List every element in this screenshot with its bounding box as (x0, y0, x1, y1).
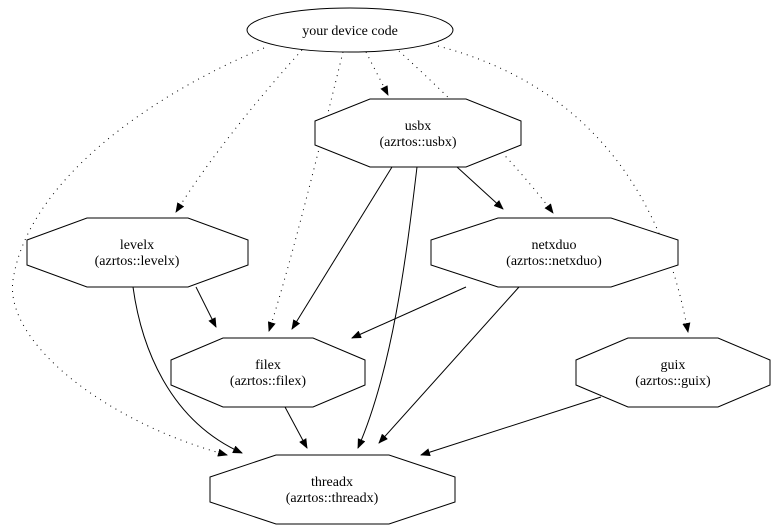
device-ellipse-shape (246, 7, 454, 53)
node-usbx-sublabel: (azrtos::usbx) (380, 135, 457, 150)
node-threadx-sublabel: (azrtos::threadx) (286, 491, 379, 506)
node-usbx-label: usbx (405, 119, 431, 134)
node-filex-sublabel: (azrtos::filex) (230, 374, 307, 389)
node-your-device-code: your device code (246, 7, 454, 53)
edge-guix-to-threadx (420, 396, 602, 457)
node-filex: filex (azrtos::filex) (170, 337, 366, 408)
node-netxduo-label: netxduo (531, 238, 576, 253)
usbx-octagon-shape (314, 98, 522, 168)
node-threadx-label: threadx (311, 475, 353, 490)
edge-device-to-threadx (12, 47, 265, 457)
node-netxduo: netxduo (azrtos::netxduo) (430, 217, 679, 288)
node-levelx: levelx (azrtos::levelx) (26, 217, 249, 288)
guix-octagon-shape (575, 337, 771, 408)
netxduo-octagon-shape (430, 217, 679, 288)
edge-usbx-to-netxduo (456, 166, 504, 210)
edge-filex-to-threadx (284, 406, 308, 449)
edge-device-to-usbx (365, 51, 389, 96)
node-netxduo-sublabel: (azrtos::netxduo) (506, 254, 602, 269)
node-filex-label: filex (255, 358, 281, 373)
node-guix-sublabel: (azrtos::guix) (635, 374, 711, 389)
edge-netxduo-to-filex (351, 286, 467, 339)
edge-device-to-levelx (175, 49, 303, 213)
levelx-octagon-shape (26, 217, 249, 288)
node-your-device-code-label: your device code (302, 24, 398, 39)
edge-netxduo-to-threadx (378, 286, 520, 444)
threadx-octagon-shape (209, 454, 456, 525)
edge-usbx-to-filex (291, 166, 393, 330)
node-guix-label: guix (661, 358, 686, 373)
node-guix: guix (azrtos::guix) (575, 337, 771, 408)
filex-octagon-shape (170, 337, 366, 408)
edge-levelx-to-filex (195, 286, 217, 328)
node-threadx: threadx (azrtos::threadx) (209, 454, 456, 525)
edge-device-to-guix (437, 45, 691, 333)
node-levelx-label: levelx (120, 238, 154, 253)
edge-usbx-to-threadx (357, 166, 418, 449)
edge-device-to-filex (267, 51, 344, 332)
edge-levelx-to-threadx (132, 286, 243, 454)
node-usbx: usbx (azrtos::usbx) (314, 98, 522, 168)
edge-device-to-netxduo (398, 50, 554, 214)
node-levelx-sublabel: (azrtos::levelx) (95, 254, 180, 269)
